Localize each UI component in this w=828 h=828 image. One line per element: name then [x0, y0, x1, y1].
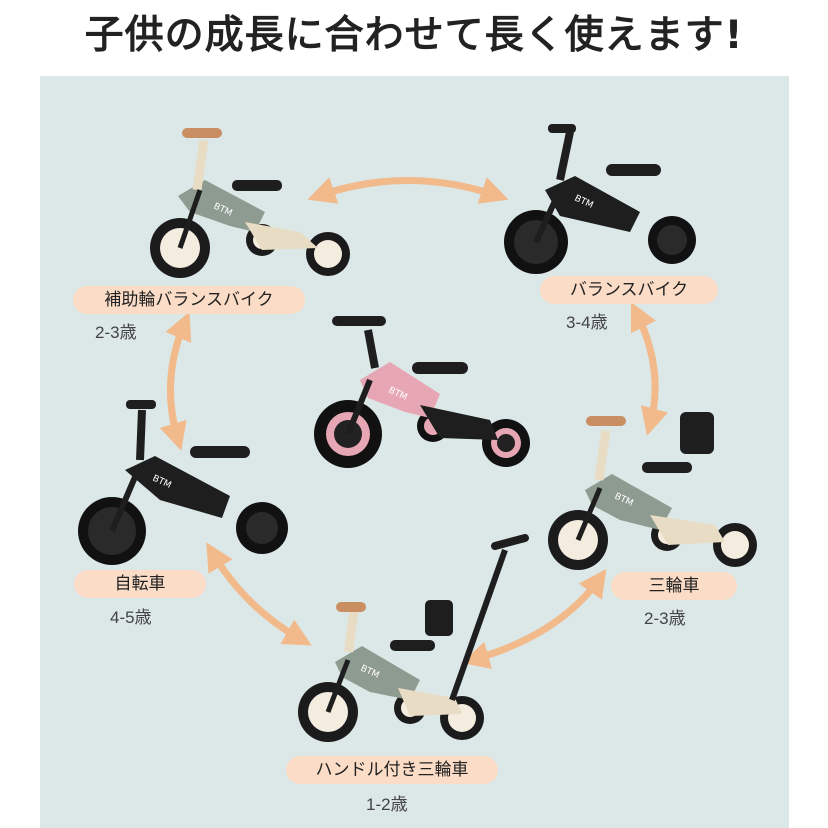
bike-training-wheels-balance: BTM — [150, 128, 350, 278]
bike-center-pink: BTM — [314, 316, 530, 468]
headline: 子供の成長に合わせて長く使えます! — [84, 13, 744, 58]
bike-tricycle: BTM — [548, 412, 757, 570]
stage-age-bicycle: 4-5歳 — [110, 608, 152, 627]
stage-age-push-handle-tricycle: 1-2歳 — [366, 795, 408, 814]
arrow-left — [159, 311, 192, 451]
arrow-right — [630, 301, 668, 436]
cycle-arrows — [159, 177, 668, 669]
stage-label-tricycle: 三輪車 — [611, 572, 737, 600]
stage-age-balance: 3-4歳 — [566, 313, 608, 332]
arrow-top — [307, 177, 509, 204]
stage-label-bicycle: 自転車 — [74, 570, 206, 598]
stage-age-tricycle: 2-3歳 — [644, 609, 686, 628]
bike-bicycle: BTM — [78, 400, 288, 565]
arrow-bottom-right — [461, 568, 607, 669]
arrow-bottom-left — [206, 542, 312, 646]
stage-age-training-wheels-balance: 2-3歳 — [95, 323, 137, 342]
stage-label-push-handle-tricycle: ハンドル付き三輪車 — [286, 756, 498, 784]
stage-label-balance: バランスバイク — [540, 276, 718, 304]
bike-push-handle-tricycle: BTM — [298, 534, 529, 742]
stage-label-training-wheels-balance: 補助輪バランスバイク — [73, 286, 305, 314]
bike-balance: BTM — [504, 124, 696, 274]
